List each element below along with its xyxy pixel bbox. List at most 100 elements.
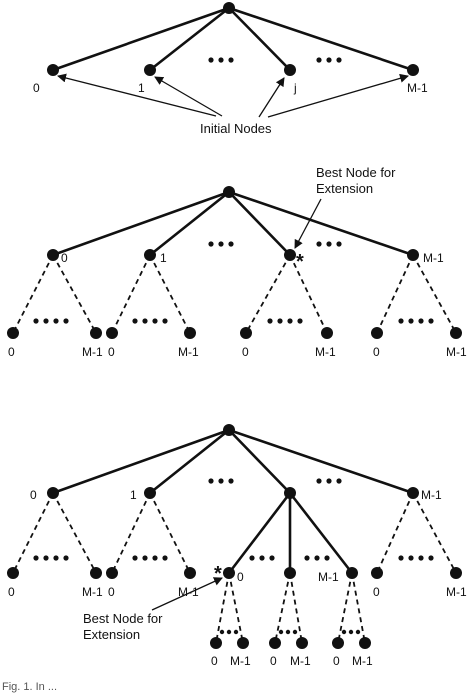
mark bbox=[162, 555, 168, 561]
stage-2-tree: 0 1 * M-1 0 M-1 0 M-1 0 M-1 0 M-1 Best N… bbox=[7, 165, 467, 359]
mark bbox=[218, 241, 224, 247]
leaf-node bbox=[106, 567, 118, 579]
tree-node bbox=[407, 487, 419, 499]
tree-node bbox=[144, 487, 156, 499]
best-node-callout-line1: Best Node for bbox=[83, 611, 163, 626]
mark bbox=[355, 629, 361, 635]
leaf-label: 0 bbox=[8, 585, 15, 599]
grandchild-node bbox=[296, 637, 308, 649]
tree-node bbox=[144, 64, 156, 76]
edge bbox=[12, 492, 54, 574]
figure-caption: Fig. 1. In ... bbox=[2, 681, 57, 693]
callout-arrow bbox=[267, 73, 409, 118]
edge bbox=[148, 6, 231, 72]
leaf-label: M-1 bbox=[178, 345, 199, 359]
node-label: 0 bbox=[61, 251, 68, 265]
mark bbox=[348, 629, 354, 635]
mark bbox=[53, 555, 59, 561]
mark bbox=[278, 629, 284, 635]
best-node-callout-line1: Best Node for bbox=[316, 165, 396, 180]
mark bbox=[228, 57, 234, 63]
edge bbox=[52, 492, 97, 574]
callout-arrow bbox=[57, 73, 217, 117]
leaf-label: 0 bbox=[108, 585, 115, 599]
mark bbox=[233, 629, 239, 635]
mark bbox=[398, 318, 404, 324]
leaf-label: M-1 bbox=[446, 345, 467, 359]
leaf-node bbox=[371, 567, 383, 579]
grandchild-label: M-1 bbox=[230, 654, 251, 668]
grandchild-node bbox=[332, 637, 344, 649]
leaf-label: 0 bbox=[373, 585, 380, 599]
grandchild-label: M-1 bbox=[290, 654, 311, 668]
edge bbox=[376, 254, 414, 334]
grandchild-node bbox=[359, 637, 371, 649]
edge bbox=[52, 254, 97, 334]
edge bbox=[412, 492, 457, 574]
root-node bbox=[223, 2, 235, 14]
mark bbox=[208, 241, 214, 247]
best-node-callout-line2: Extension bbox=[83, 627, 140, 642]
mark bbox=[326, 241, 332, 247]
edge bbox=[227, 428, 292, 495]
edge bbox=[351, 572, 366, 644]
mark bbox=[326, 57, 332, 63]
mark bbox=[418, 318, 424, 324]
edge bbox=[376, 492, 414, 574]
leaf-label: 0 bbox=[242, 345, 249, 359]
mark bbox=[326, 478, 332, 484]
leaf-label: M-1 bbox=[82, 585, 103, 599]
edge bbox=[51, 190, 231, 257]
edge bbox=[412, 254, 457, 334]
stage-1-tree: 0 1 j M-1 Initial Nodes bbox=[33, 2, 428, 136]
mark bbox=[249, 555, 255, 561]
node-label: M-1 bbox=[407, 81, 428, 95]
node-label: M-1 bbox=[421, 488, 442, 502]
tree-node bbox=[407, 64, 419, 76]
node-label: 1 bbox=[130, 488, 137, 502]
leaf-node bbox=[240, 327, 252, 339]
mark bbox=[277, 318, 283, 324]
mark bbox=[228, 478, 234, 484]
edge bbox=[227, 6, 292, 72]
ellipsis-dots bbox=[208, 57, 342, 63]
mark bbox=[43, 318, 49, 324]
grandchild-node bbox=[269, 637, 281, 649]
leaf-node bbox=[346, 567, 358, 579]
leaf-label: 0 bbox=[8, 345, 15, 359]
edge bbox=[148, 190, 231, 257]
leaf-node bbox=[106, 327, 118, 339]
mark bbox=[208, 57, 214, 63]
node-label: j bbox=[293, 81, 297, 95]
leaf-label: 0 bbox=[373, 345, 380, 359]
mark bbox=[408, 318, 414, 324]
edge bbox=[227, 491, 292, 575]
edge bbox=[148, 428, 231, 495]
grandchild-node bbox=[210, 637, 222, 649]
edge bbox=[51, 6, 231, 72]
leaf-node bbox=[184, 327, 196, 339]
leaf-label: M-1 bbox=[446, 585, 467, 599]
leaf-label: 0 bbox=[237, 570, 244, 584]
ellipsis-dots bbox=[33, 241, 434, 324]
best-node-star: * bbox=[214, 563, 222, 585]
node-label: 0 bbox=[30, 488, 37, 502]
mark bbox=[398, 555, 404, 561]
mark bbox=[208, 478, 214, 484]
leaf-node bbox=[321, 327, 333, 339]
edge bbox=[227, 6, 415, 72]
edge bbox=[51, 428, 231, 495]
node-label: M-1 bbox=[423, 251, 444, 265]
grandchild-label: 0 bbox=[333, 654, 340, 668]
initial-nodes-callout: Initial Nodes bbox=[200, 121, 272, 136]
grandchild-label: M-1 bbox=[352, 654, 373, 668]
best-node-star: * bbox=[296, 251, 304, 273]
mark bbox=[314, 555, 320, 561]
leaf-node bbox=[450, 327, 462, 339]
mark bbox=[152, 318, 158, 324]
callout-arrow bbox=[258, 77, 285, 118]
mark bbox=[267, 318, 273, 324]
mark bbox=[132, 318, 138, 324]
mark bbox=[324, 555, 330, 561]
